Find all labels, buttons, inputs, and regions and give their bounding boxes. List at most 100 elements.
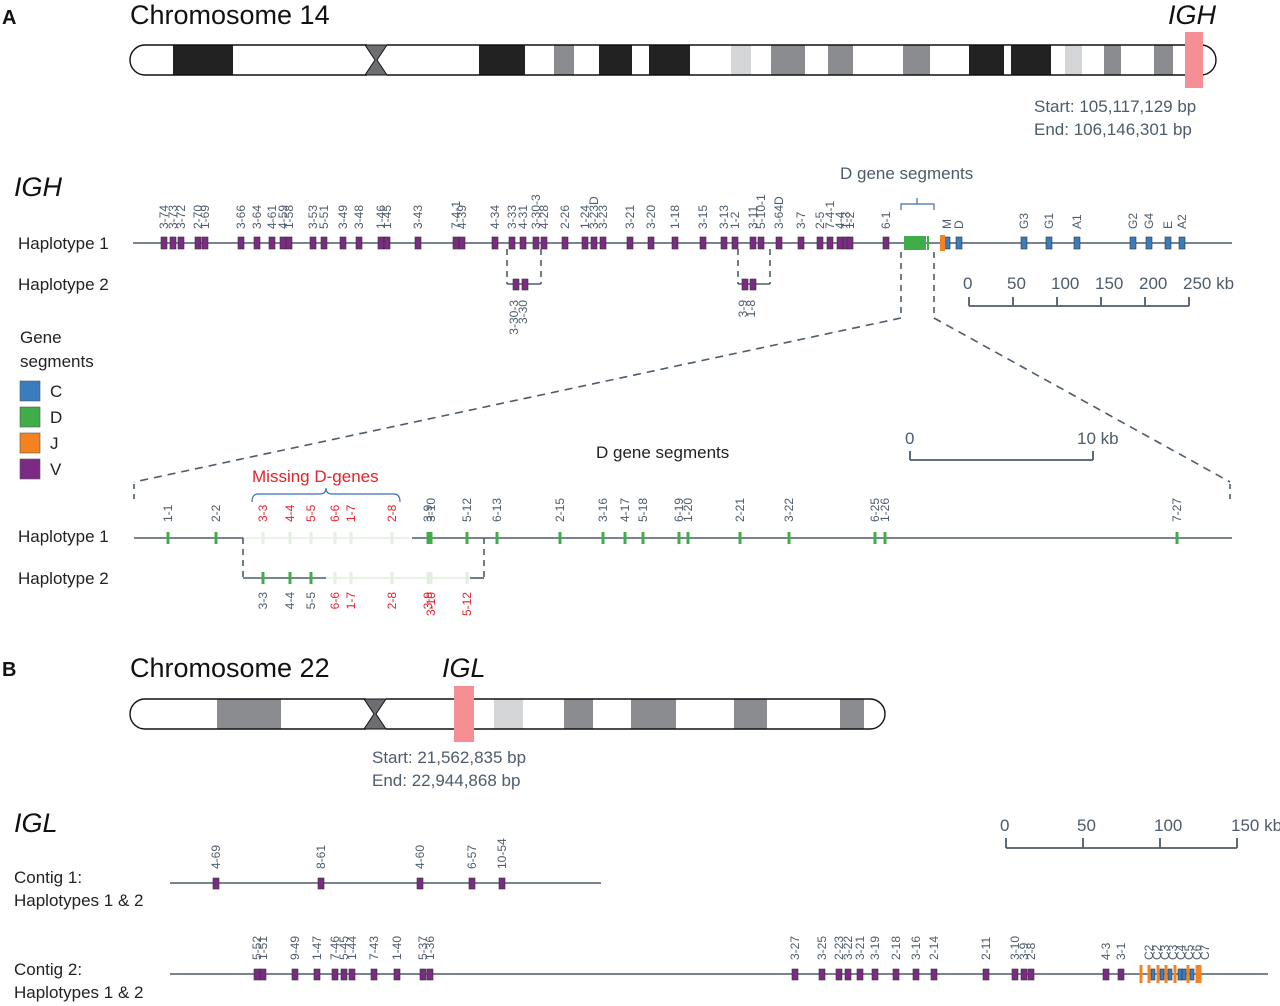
hap2-gene-V	[749, 278, 757, 291]
d-gene-missing	[309, 532, 313, 544]
igh-gene-V	[826, 236, 834, 250]
igh-gene-V	[532, 236, 540, 250]
legend-label-C: C	[50, 382, 62, 401]
igh-gene-label: 7-4-1	[449, 201, 463, 229]
d-gene	[873, 532, 877, 544]
chromosome-band	[840, 699, 864, 729]
igl-gene-label: 6-57	[465, 845, 479, 869]
igl-gene-V	[317, 877, 325, 890]
igh-gene-V	[320, 236, 328, 250]
igh-gene-V	[309, 236, 317, 250]
d-gene-label: 3-22	[782, 498, 796, 522]
igl-title: IGL	[14, 808, 58, 838]
igh-gene-label: 3-74	[157, 205, 171, 229]
igh-gene-V	[626, 236, 634, 250]
igh-gene-V	[581, 236, 589, 250]
scale-tick-label: 0	[905, 429, 914, 448]
chromosome-band	[771, 45, 805, 75]
d-gene	[738, 532, 742, 544]
igl-j-gene	[1164, 965, 1168, 983]
chromosome-band	[479, 45, 525, 75]
d-gene-label: 4-4	[283, 592, 297, 610]
igl-gene-V	[331, 968, 339, 981]
d-gene-label: 3-10	[424, 592, 438, 616]
igl-gene-V	[1117, 968, 1125, 981]
scale-tick-label: 200	[1139, 274, 1167, 293]
scale-tick-label: 50	[1007, 274, 1026, 293]
d-gene-label: 3-9	[421, 504, 435, 522]
missing-d-genes-label: Missing D-genes	[252, 467, 379, 486]
igl-gene-label: 5-45	[337, 936, 351, 960]
igl-gene-V	[835, 968, 843, 981]
chromosome-q-arm-outline	[387, 44, 1217, 76]
d-gene-label: 2-15	[553, 498, 567, 522]
igh-gene-label: D	[952, 220, 966, 229]
igh-gene-label: 3-64	[250, 205, 264, 229]
d-gene-missing	[349, 532, 353, 544]
igl-c-gene-label: C3	[1158, 944, 1172, 960]
d-gene-missing	[390, 532, 394, 544]
d-gene	[426, 532, 430, 544]
chromosome-p-arm-outline	[129, 698, 366, 730]
igh-d-gene	[927, 236, 929, 250]
igh-gene-V	[201, 236, 209, 250]
d-gene-label: 5-12	[460, 498, 474, 522]
d-gene	[1175, 532, 1179, 544]
igh-gene-V	[339, 236, 347, 250]
chromosome-band	[564, 699, 593, 729]
igh-gene-label: 7-4-1	[823, 201, 837, 229]
d-gene-missing	[429, 572, 433, 584]
legend-swatch-C	[19, 380, 41, 402]
igl-gene-V	[212, 877, 220, 890]
igl-gene-label: 3-22	[841, 936, 855, 960]
igh-gene-label: 2-26	[558, 205, 572, 229]
d-gene-missing	[261, 532, 265, 544]
igl-end-text: End: 22,944,868 bp	[372, 771, 520, 790]
d-gene	[883, 532, 887, 544]
chromosome-p-arm-outline	[129, 44, 367, 76]
igl-gene-V	[892, 968, 900, 981]
igh-gene-label: G3	[1017, 213, 1031, 229]
d-gene	[166, 532, 170, 544]
igh-gene-label: 1-18	[668, 205, 682, 229]
igl-gene-label: 1-44	[345, 936, 359, 960]
igh-gene-label: 1-58	[282, 205, 296, 229]
igl-c-gene	[1150, 968, 1156, 981]
hap2-gene-label: 3-30	[516, 300, 530, 324]
d-gene	[309, 572, 313, 584]
igh-gene-C	[955, 236, 963, 250]
d-gene-label: 1-26	[878, 498, 892, 522]
igh-gene-label: E	[1161, 221, 1175, 229]
igl-gene-label: 8-61	[314, 845, 328, 869]
legend-label-D: D	[50, 408, 62, 427]
igl-gene-V	[419, 968, 427, 981]
igh-gene-V	[599, 236, 607, 250]
d-gene-label: 3-10	[424, 498, 438, 522]
igh-gene-V	[169, 236, 177, 250]
scale-tick-label: 250 kb	[1183, 274, 1234, 293]
igh-title: IGH	[14, 172, 63, 202]
igh-gene-label: 3-23D	[587, 196, 601, 229]
igl-j-gene	[1139, 965, 1143, 983]
igl-c-gene-label: C2	[1142, 944, 1156, 960]
igl-c-gene-label: C5	[1182, 944, 1196, 960]
igh-gene-V	[731, 236, 739, 250]
igh-gene-C	[1020, 236, 1028, 250]
locus-highlight	[1185, 32, 1203, 88]
igh-gene-label: 3-30-3	[529, 194, 543, 229]
d-gene-label: 1-7	[344, 504, 358, 522]
igh-gene-V	[377, 236, 385, 250]
igh-gene-label: G1	[1042, 213, 1056, 229]
igh-start-text: Start: 105,117,129 bp	[1034, 97, 1196, 116]
igh-haplotype2-label: Haplotype 2	[18, 275, 109, 294]
d-gene	[601, 532, 605, 544]
igl-gene-V	[912, 968, 920, 981]
igh-gene-V	[383, 236, 391, 250]
